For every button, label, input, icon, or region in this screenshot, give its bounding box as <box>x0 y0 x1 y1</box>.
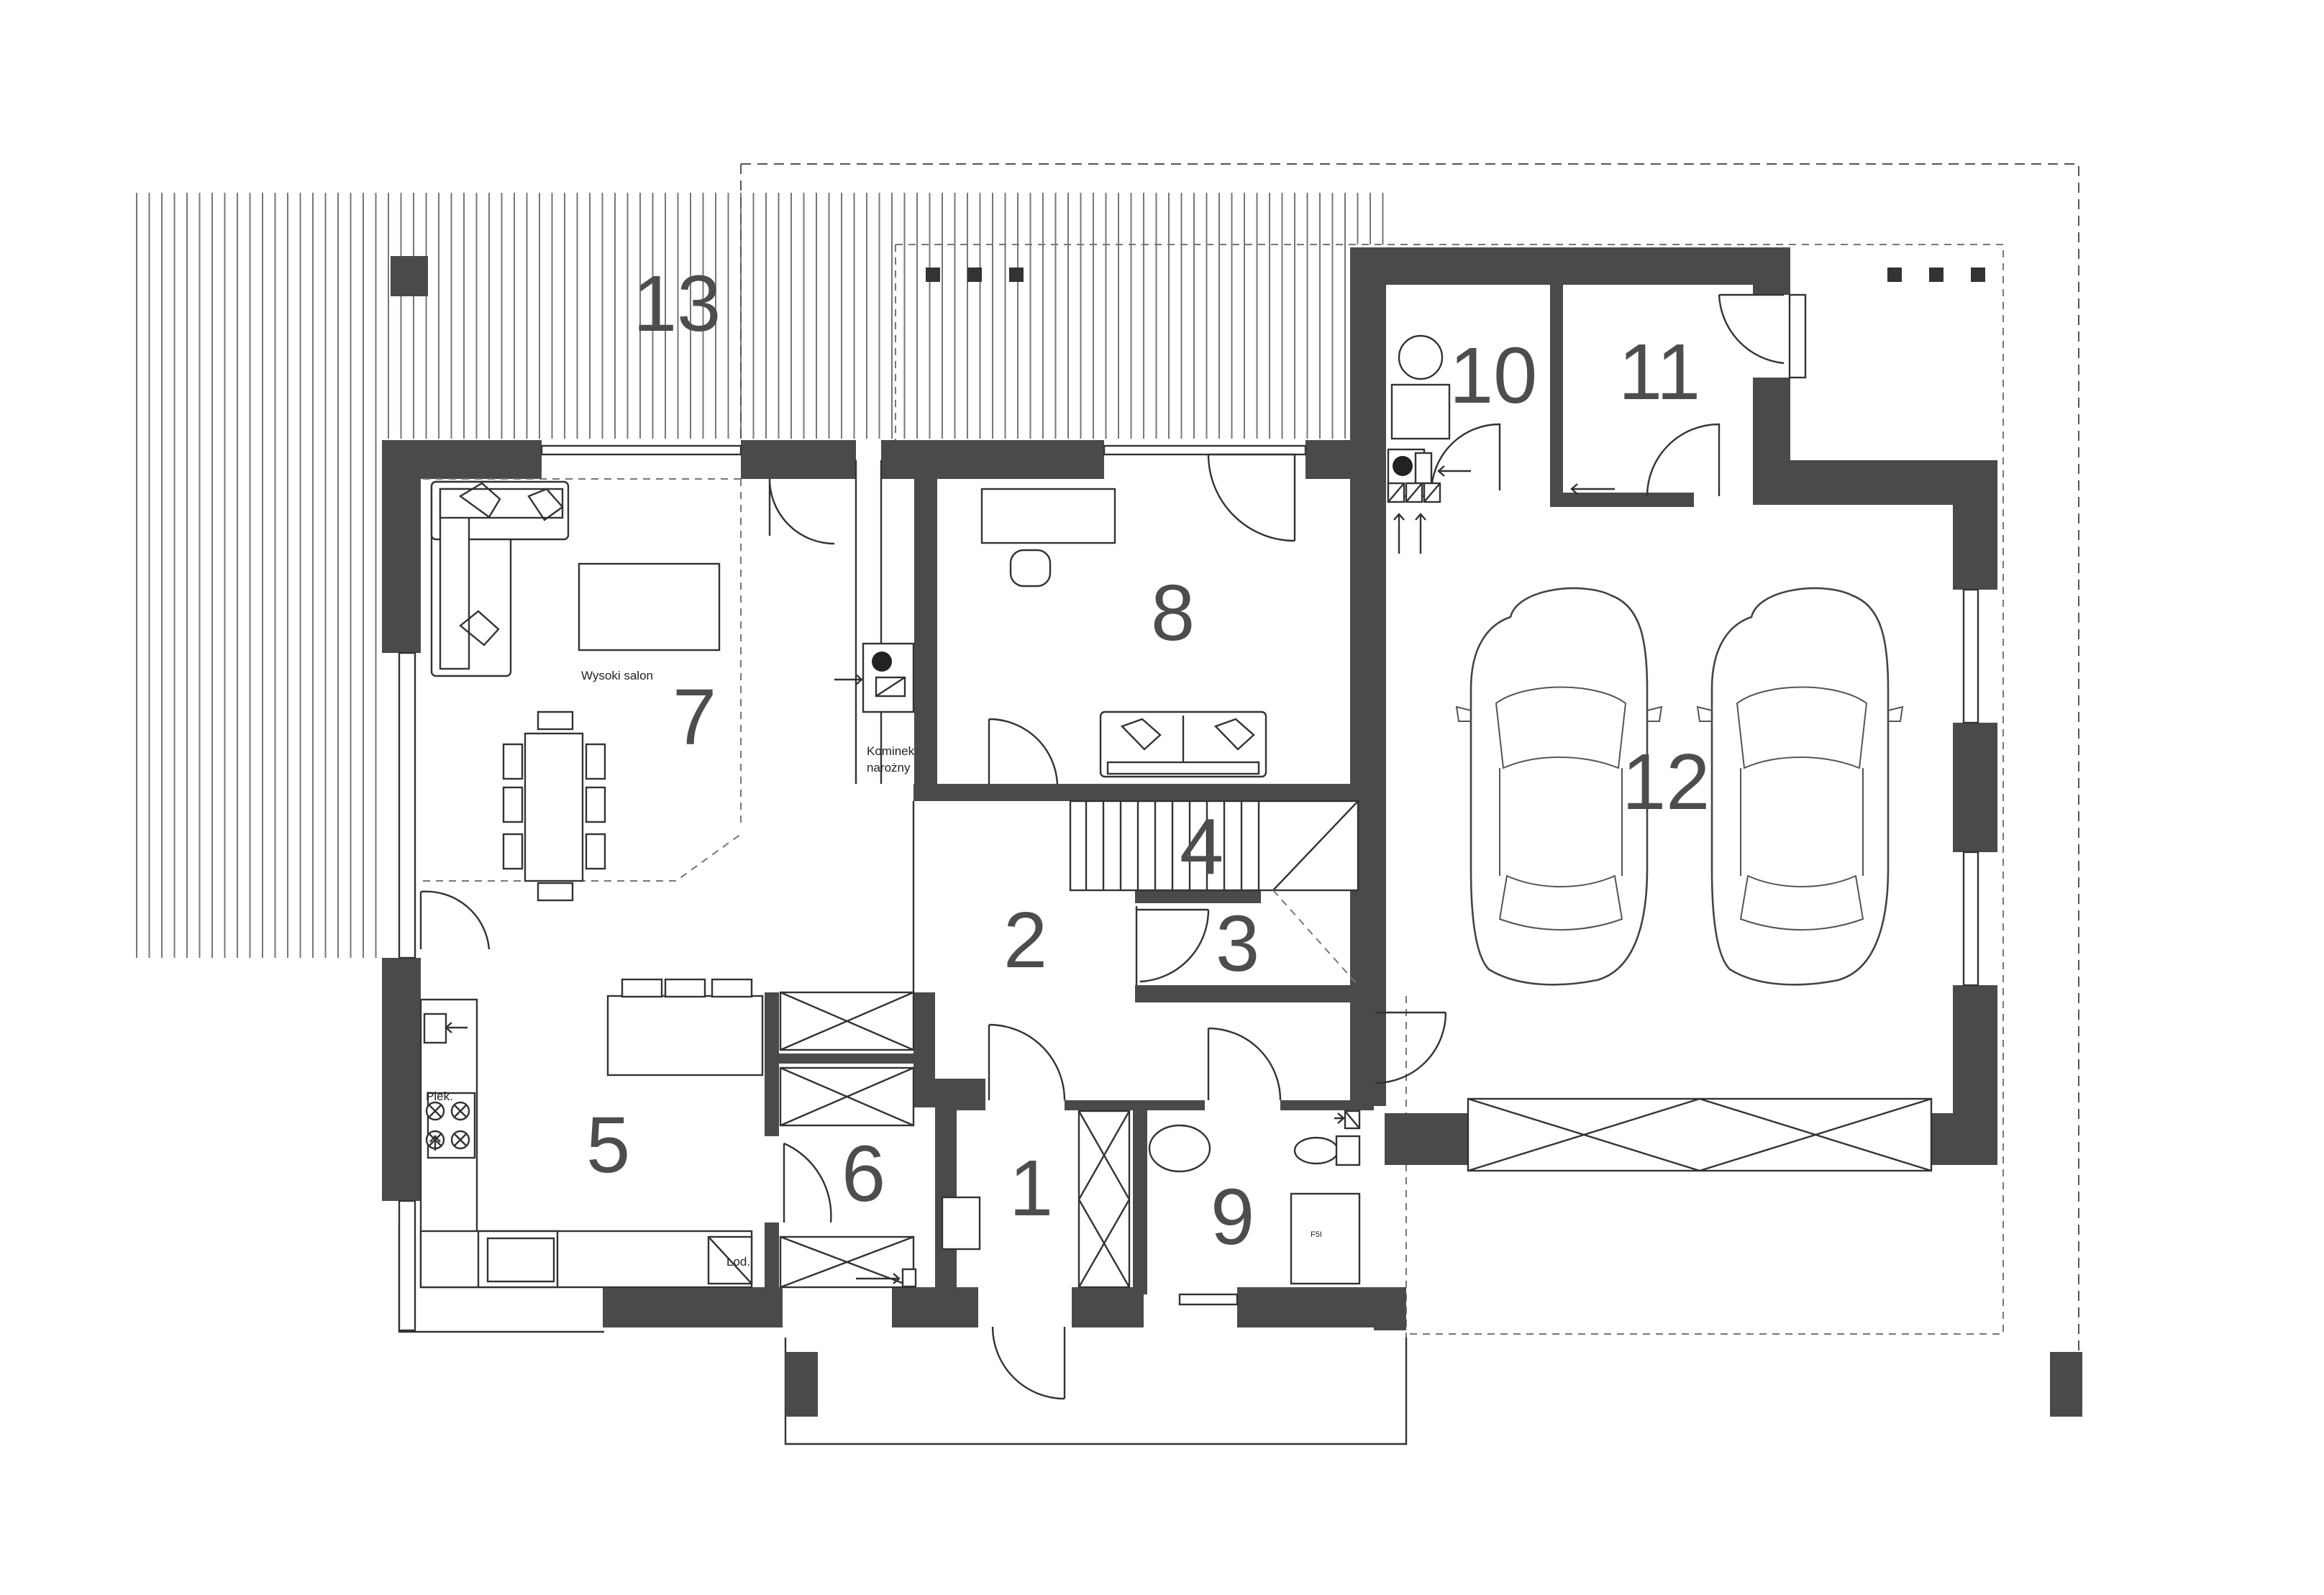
windows <box>398 293 1979 1332</box>
chimney-vents <box>391 256 1985 296</box>
fireplace-note-line1: Kominek <box>867 744 915 758</box>
doors <box>419 293 1933 1400</box>
fireplace-note-line2: narożny <box>867 761 911 774</box>
annotations: Wysoki salon Kominek narożny Piek. Lod. … <box>426 669 1322 1269</box>
room-label-11: 11 <box>1618 328 1700 416</box>
room-label-2: 2 <box>1003 896 1047 984</box>
arrows <box>429 465 1615 1284</box>
shower-note: F5I <box>1311 1230 1322 1239</box>
room-label-9: 9 <box>1211 1173 1254 1261</box>
room-label-6: 6 <box>842 1130 885 1218</box>
walls <box>382 247 1997 1330</box>
car-left <box>1455 587 1663 986</box>
room-label-13: 13 <box>633 260 721 348</box>
room-label-1: 1 <box>1009 1144 1053 1233</box>
room-labels: 1 2 3 4 5 6 7 8 9 10 11 12 13 <box>586 260 1710 1261</box>
fridge-note: Lod. <box>726 1255 750 1269</box>
room-label-8: 8 <box>1151 569 1195 657</box>
partitions <box>423 460 915 992</box>
living-room-note: Wysoki salon <box>581 669 653 682</box>
room-label-7: 7 <box>673 673 716 762</box>
room-label-10: 10 <box>1449 332 1537 420</box>
oven-note: Piek. <box>426 1089 453 1103</box>
car-right <box>1696 587 1904 986</box>
staircase <box>1069 800 1359 986</box>
room-label-5: 5 <box>586 1101 630 1189</box>
room-label-12: 12 <box>1622 738 1710 826</box>
furniture <box>419 334 1451 1289</box>
room-label-3: 3 <box>1216 900 1259 988</box>
room-label-4: 4 <box>1180 803 1223 891</box>
